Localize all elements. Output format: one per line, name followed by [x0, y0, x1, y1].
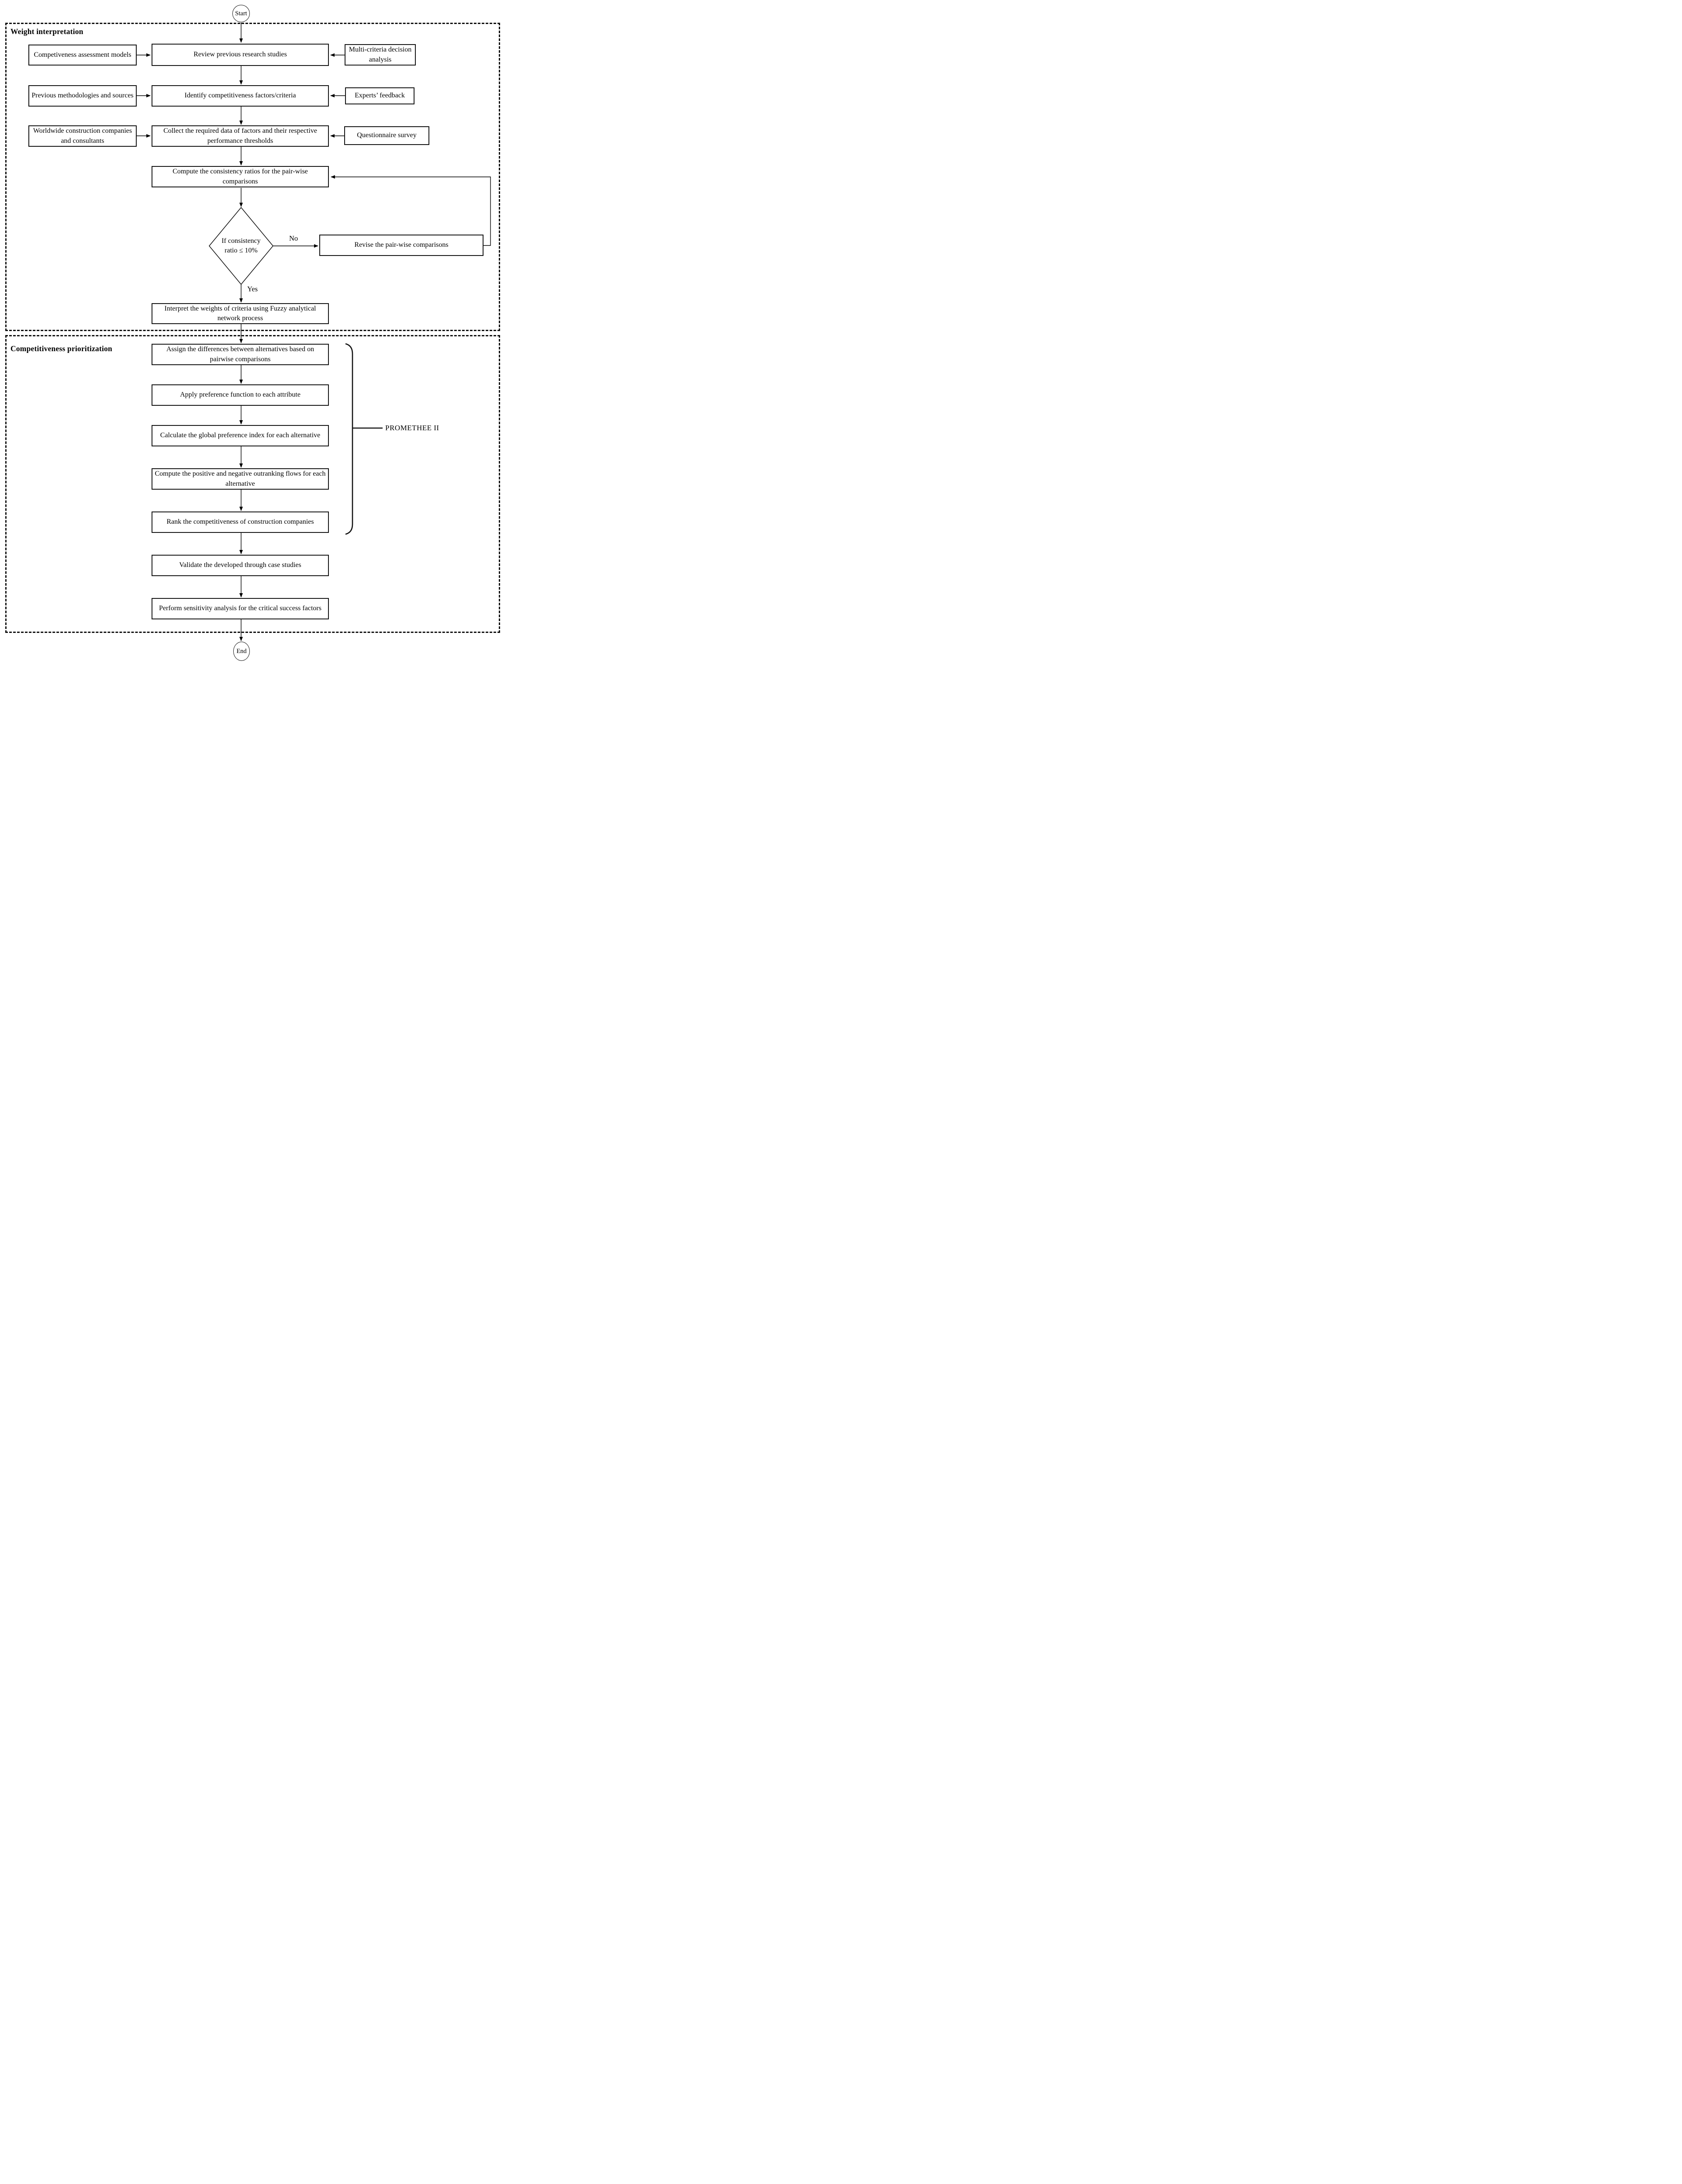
node-review-previous-studies: Review previous research studies	[152, 44, 329, 66]
end-terminal: End	[233, 642, 250, 661]
node-revise-pairwise-comparisons: Revise the pair-wise comparisons	[319, 235, 484, 256]
node-compute-consistency-ratios: Compute the consistency ratios for the p…	[152, 166, 329, 187]
input-experts-feedback: Experts’ feedback	[345, 87, 414, 104]
node-collect-data: Collect the required data of factors and…	[152, 125, 329, 147]
prioritization-section-title: Competitiveness prioritization	[10, 344, 112, 353]
input-previous-methodologies-sources: Previous methodologies and sources	[28, 85, 137, 107]
node-identify-factors: Identify competitiveness factors/criteri…	[152, 85, 329, 107]
decision-consistency-ratio-text: If consistency ratio ≤ 10%	[221, 237, 261, 254]
node-validate-case-studies: Validate the developed through case stud…	[152, 555, 329, 576]
weight-section-title: Weight interpretation	[10, 27, 83, 36]
node-interpret-weights-fanp: Interpret the weights of criteria using …	[152, 303, 329, 324]
node-calculate-global-preference-index: Calculate the global preference index fo…	[152, 425, 329, 446]
node-assign-differences: Assign the differences between alternati…	[152, 344, 329, 365]
input-multi-criteria-decision-analysis: Multi-criteria decision analysis	[345, 44, 416, 66]
decision-no-label: No	[289, 234, 298, 242]
node-sensitivity-analysis: Perform sensitivity analysis for the cri…	[152, 598, 329, 619]
flowchart-canvas: Weight interpretation Competitiveness pr…	[0, 0, 504, 668]
feedback-loop	[273, 175, 491, 248]
input-arrows	[137, 53, 345, 138]
node-rank-competitiveness: Rank the competitiveness of construction…	[152, 511, 329, 533]
node-compute-outranking-flows: Compute the positive and negative outran…	[152, 468, 329, 490]
promethee-brace	[345, 343, 383, 535]
input-competiveness-assessment-models: Competiveness assessment models	[28, 45, 137, 66]
input-questionnaire-survey: Questionnaire survey	[344, 126, 429, 145]
decision-yes-label: Yes	[247, 285, 258, 293]
start-terminal: Start	[232, 5, 250, 22]
promethee-label: PROMETHEE II	[385, 424, 439, 432]
input-worldwide-construction-companies: Worldwide construction companies and con…	[28, 125, 137, 147]
connector-lines	[137, 23, 491, 641]
decision-diamond	[208, 207, 274, 285]
node-apply-preference-function: Apply preference function to each attrib…	[152, 384, 329, 406]
